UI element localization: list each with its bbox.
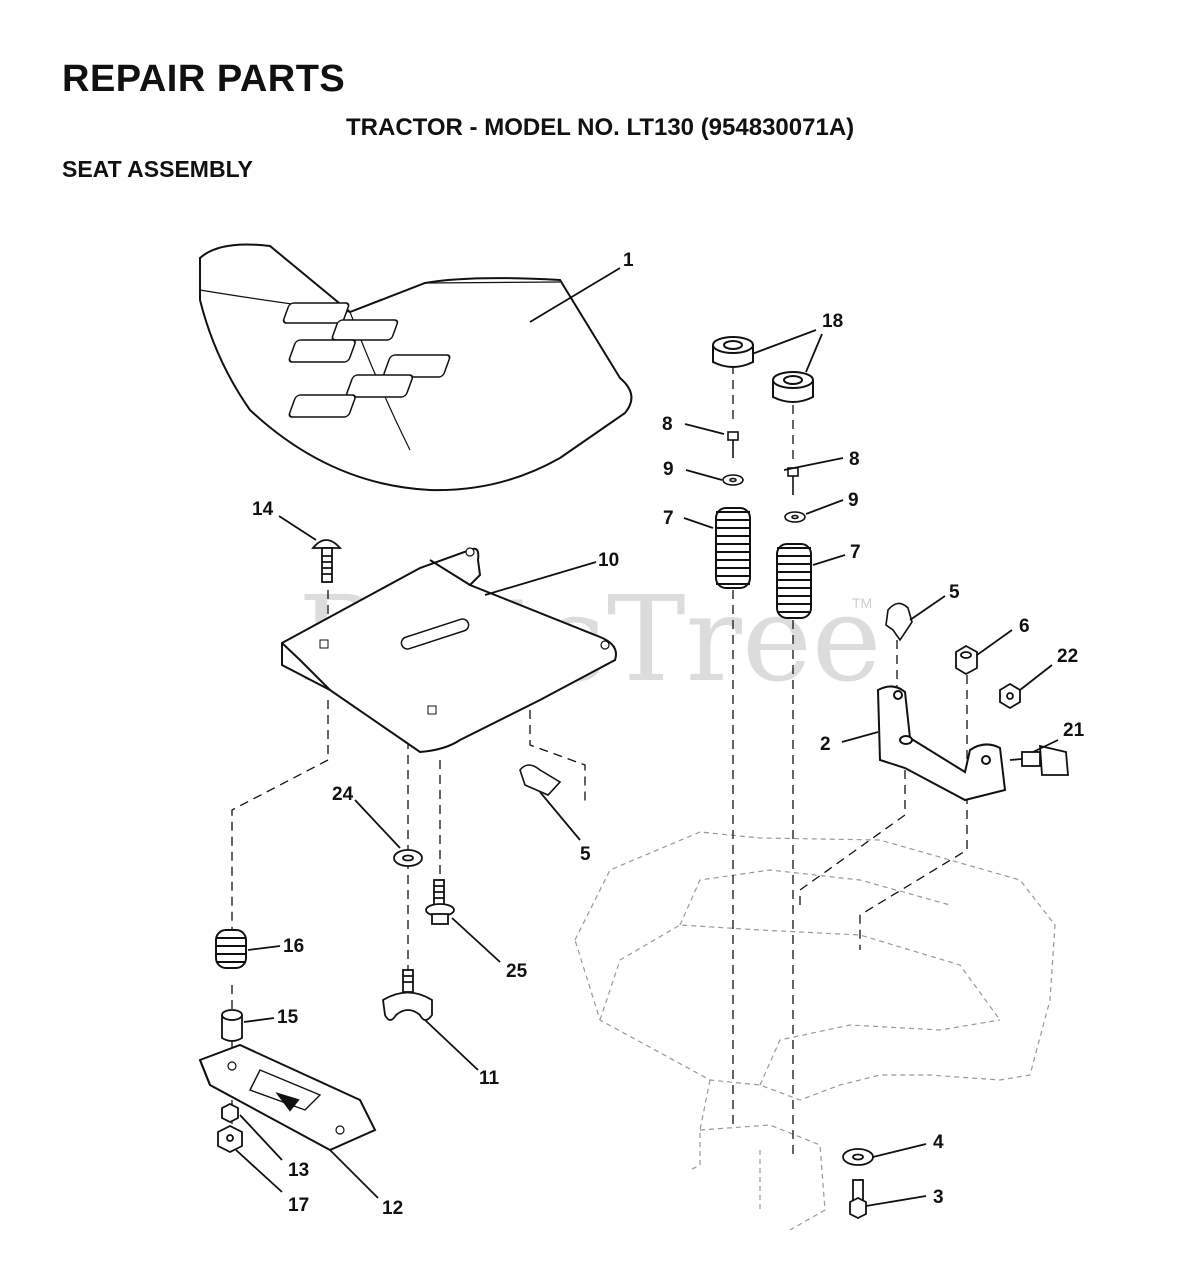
callout-10: 10 xyxy=(598,550,619,571)
shoulder-bolt xyxy=(425,879,455,925)
callout-12: 12 xyxy=(382,1198,403,1219)
callout-14: 14 xyxy=(252,499,274,520)
seat-bracket xyxy=(876,685,1007,802)
seat xyxy=(199,243,633,492)
callout-9-left: 9 xyxy=(663,459,674,480)
callout-17: 17 xyxy=(288,1195,309,1216)
callout-6: 6 xyxy=(1019,616,1030,637)
callout-7-left: 7 xyxy=(663,508,674,529)
callout-16: 16 xyxy=(283,936,304,957)
seat-springs xyxy=(715,507,812,619)
slide-plate xyxy=(198,1043,377,1152)
assembly-lines xyxy=(231,365,968,1160)
callout-8-left: 8 xyxy=(662,414,673,435)
callout-2: 2 xyxy=(820,734,831,755)
carriage-bolt xyxy=(311,539,342,583)
watermark-trademark: TM xyxy=(852,595,872,611)
callout-25: 25 xyxy=(506,961,528,982)
callout-24: 24 xyxy=(332,784,354,805)
callout-1: 1 xyxy=(623,250,634,271)
section-title: SEAT ASSEMBLY xyxy=(62,156,253,182)
small-nuts xyxy=(217,1102,243,1154)
callout-5-right: 5 xyxy=(949,582,960,603)
model-number: TRACTOR - MODEL NO. LT130 (954830071A) xyxy=(346,114,855,141)
adjuster-spring xyxy=(215,929,247,969)
callout-labels: 1 18 8 8 9 9 7 7 14 10 5 6 22 2 21 24 5 … xyxy=(252,250,1085,1219)
tractor-frame xyxy=(574,831,1056,1231)
seat-pan xyxy=(281,547,617,754)
callout-21: 21 xyxy=(1063,720,1085,741)
callout-11: 11 xyxy=(479,1068,500,1089)
page-title: REPAIR PARTS xyxy=(62,58,346,100)
callout-8-right: 8 xyxy=(849,449,860,470)
nuts xyxy=(955,644,1021,710)
seat-knob xyxy=(382,969,433,1021)
flat-washer xyxy=(393,849,423,867)
frame-hardware xyxy=(842,1148,874,1220)
callout-13: 13 xyxy=(288,1160,309,1181)
callout-22: 22 xyxy=(1057,646,1078,667)
callout-5-left: 5 xyxy=(580,844,591,865)
callout-18: 18 xyxy=(822,311,843,332)
leader-lines xyxy=(235,267,1059,1207)
knob-bolt xyxy=(1009,744,1069,776)
callout-3: 3 xyxy=(933,1187,944,1208)
callout-9-right: 9 xyxy=(848,490,859,511)
callout-7-right: 7 xyxy=(850,542,861,563)
callout-4: 4 xyxy=(933,1132,944,1153)
seat-clips xyxy=(519,602,913,796)
spacer xyxy=(221,1009,243,1042)
rubber-bumpers xyxy=(712,336,814,403)
callout-15: 15 xyxy=(277,1007,299,1028)
